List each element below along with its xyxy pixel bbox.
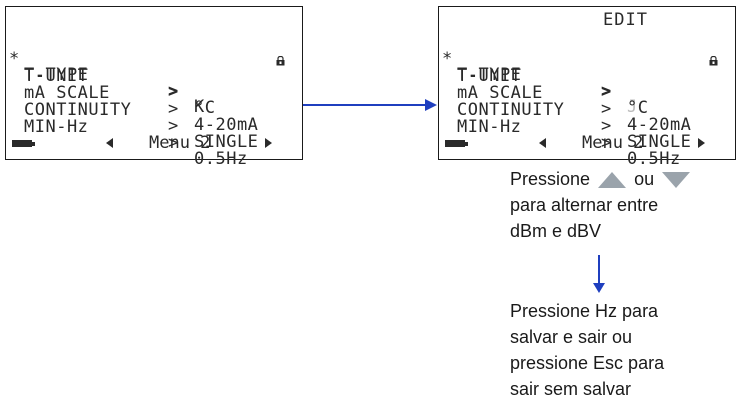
setting-label: CONTINUITY	[24, 100, 132, 120]
setting-value: 4-20mA	[194, 115, 259, 135]
setting-separator: >	[168, 133, 179, 153]
row-t-type: * T-TYPE > K	[9, 35, 204, 131]
battery-icon	[12, 140, 35, 147]
instruction-text: para alternar entre	[510, 195, 659, 215]
row-ma-scale: mA SCALE > 4-20mA	[451, 69, 691, 149]
setting-value: SINGLE	[627, 132, 692, 152]
up-key-icon	[598, 172, 627, 189]
instruction-text: sair sem salvar	[510, 379, 632, 399]
row-continuity: CONTINUITY > SINGLE	[18, 86, 258, 166]
setting-separator: >	[601, 82, 612, 102]
row-min-hz: MIN-Hz > 0.5Hz	[18, 103, 247, 183]
setting-value: SINGLE	[194, 132, 259, 152]
setting-value: K	[194, 97, 205, 117]
setting-value: 0.5Hz	[627, 149, 681, 169]
transition-arrow	[303, 99, 437, 111]
setting-separator: >	[601, 133, 612, 153]
battery-icon	[445, 140, 468, 147]
lcd-screen-before: * T-TYPE > K T-UNIT > °C mA SCALE > 4-20…	[5, 6, 303, 168]
instruction-text: dBm e dBV	[510, 221, 602, 241]
setting-value: °C	[627, 98, 649, 118]
instruction-text: Pressione	[510, 169, 591, 189]
setting-label: MIN-Hz	[457, 117, 522, 137]
instruction-toggle: Pressione ou para alternar entre dBm e d…	[510, 166, 740, 244]
lock-icon	[709, 56, 718, 66]
setting-separator: >	[168, 82, 179, 102]
instruction-text: pressione Esc para	[510, 353, 665, 373]
setting-label: mA SCALE	[457, 83, 543, 103]
setting-separator: >	[168, 81, 179, 101]
menu-next-icon	[698, 138, 705, 148]
setting-separator: >	[601, 116, 612, 136]
lcd-screen-edit: EDIT * T-TYPE > J T-UNIT > °C mA SCALE >…	[438, 6, 736, 168]
row-t-unit: T-UNIT > °C	[18, 52, 215, 132]
menu-page-label: Menu 2	[149, 133, 211, 153]
lcd-text-area: * T-TYPE > J T-UNIT > °C mA SCALE > 4-20…	[442, 35, 731, 168]
setting-separator: >	[168, 116, 179, 136]
setting-label: MIN-Hz	[24, 117, 89, 137]
row-ma-scale: mA SCALE > 4-20mA	[18, 69, 258, 149]
setting-value-editing[interactable]: J	[627, 97, 638, 117]
lock-icon	[276, 56, 285, 66]
row-t-type: * T-TYPE > J	[442, 35, 637, 131]
menu-prev-icon	[539, 138, 546, 148]
menu-next-icon	[265, 138, 272, 148]
setting-separator: >	[168, 99, 179, 119]
edit-mode-label: EDIT	[603, 10, 648, 30]
step-arrow	[593, 255, 605, 293]
instruction-text: Pressione Hz para	[510, 301, 659, 321]
setting-label: T-TYPE	[24, 65, 89, 85]
row-continuity: CONTINUITY > SINGLE	[451, 86, 691, 166]
down-key-icon	[662, 172, 691, 189]
row-min-hz: MIN-Hz > 0.5Hz	[451, 103, 680, 183]
setting-value: 0.5Hz	[194, 149, 248, 169]
lcd-footer: Menu 2	[6, 133, 302, 153]
setting-separator: >	[601, 99, 612, 119]
setting-separator: >	[601, 81, 612, 101]
setting-label: CONTINUITY	[457, 100, 565, 120]
instruction-text: salvar e sair ou	[510, 327, 633, 347]
setting-label: T-TYPE	[457, 65, 522, 85]
setting-label: T-UNIT	[457, 66, 522, 86]
setting-label: mA SCALE	[24, 83, 110, 103]
row-t-unit: T-UNIT > °C	[451, 52, 648, 132]
setting-value: °C	[194, 98, 216, 118]
lcd-footer: Menu 2	[439, 133, 735, 153]
setting-value: 4-20mA	[627, 115, 692, 135]
lcd-text-area: * T-TYPE > K T-UNIT > °C mA SCALE > 4-20…	[9, 35, 298, 168]
selected-marker: *	[9, 49, 20, 69]
setting-label: T-UNIT	[24, 66, 89, 86]
instruction-save: Pressione Hz para salvar e sair ou press…	[510, 298, 740, 402]
instruction-text: ou	[634, 169, 655, 189]
menu-prev-icon	[106, 138, 113, 148]
menu-page-label: Menu 2	[582, 133, 644, 153]
selected-marker: *	[442, 49, 453, 69]
